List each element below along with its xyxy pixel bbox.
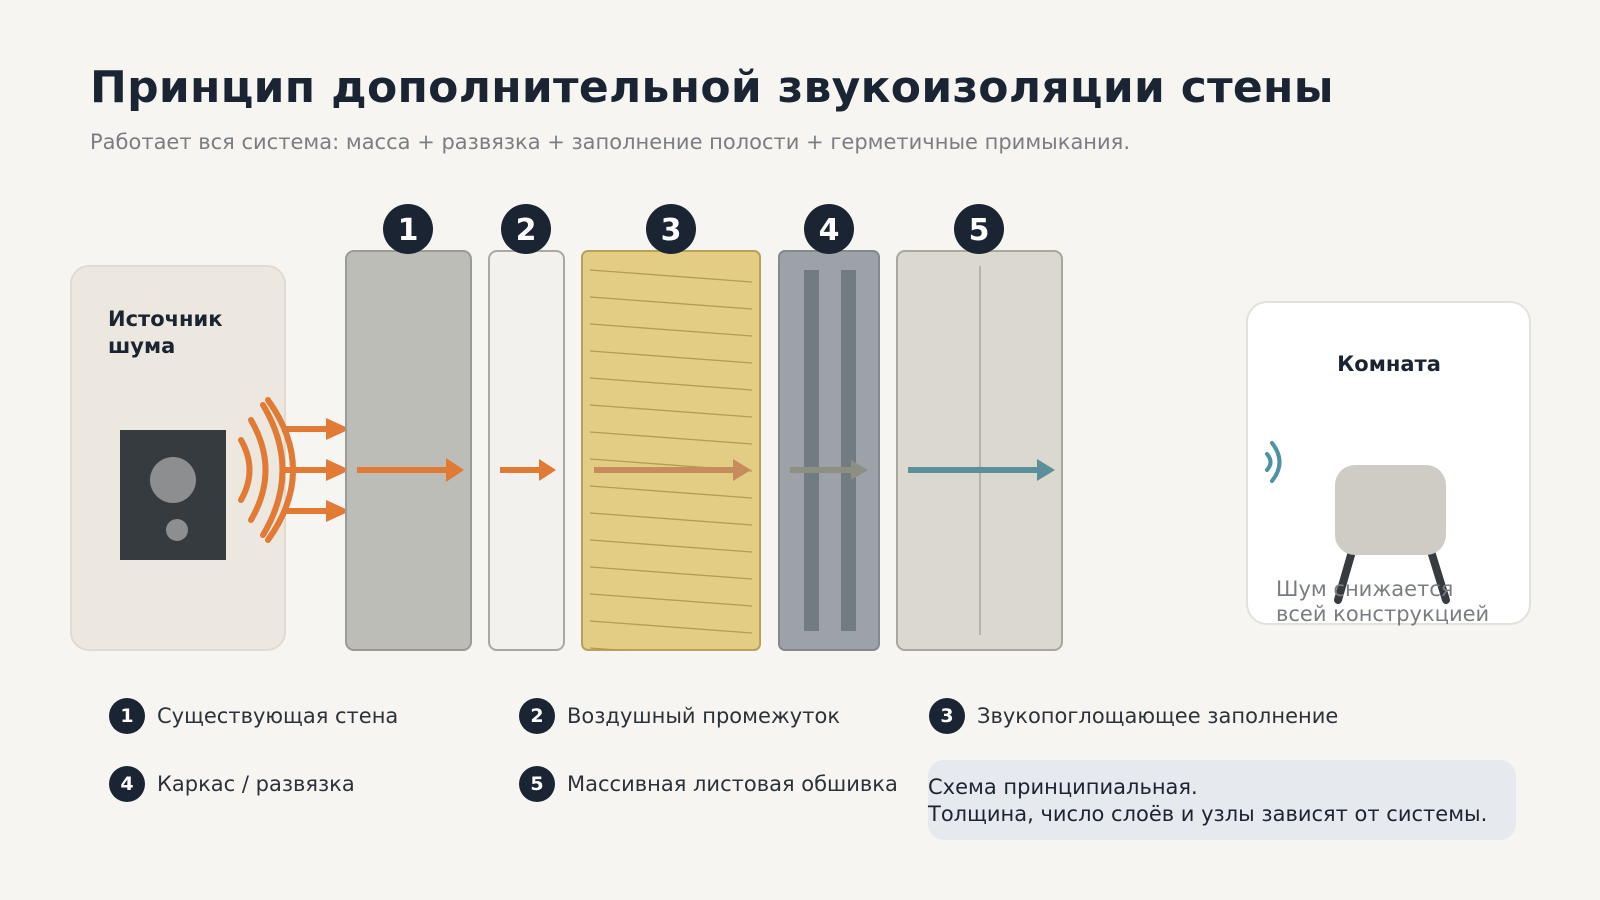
hatch-line (589, 593, 753, 607)
layer-frame (778, 250, 880, 651)
legend-item-2: 2 Воздушный промежуток (519, 698, 840, 734)
legend-badge-2: 2 (519, 698, 555, 734)
hatch-line (589, 269, 753, 283)
noise-source-label-line2: шума (108, 334, 175, 358)
hatch-line (589, 485, 753, 499)
room-label: Комната (1337, 352, 1441, 376)
noise-source-label-line1: Источник (108, 307, 223, 331)
svg-text:5: 5 (969, 213, 990, 248)
hatch-line (589, 566, 753, 580)
legend-badge-1: 1 (109, 698, 145, 734)
note-line-1: Схема принципиальная. (928, 775, 1198, 799)
hatch-line (589, 350, 753, 364)
incoming-noise-arrows (285, 418, 350, 522)
transmission-arrows (357, 458, 1055, 482)
legend-badge-3: 3 (929, 698, 965, 734)
note-line-2: Толщина, число слоёв и узлы зависят от с… (928, 802, 1488, 826)
hatch-line (589, 512, 753, 526)
legend-item-3: 3 Звукопоглощающее заполнение (929, 698, 1338, 734)
legend-badge-5: 5 (519, 766, 555, 802)
legend-item-5: 5 Массивная листовая обшивка (519, 766, 898, 802)
hatch-line (589, 296, 753, 310)
layer-absorbent-fill (581, 250, 761, 651)
legend-item-4: 4 Каркас / развязка (109, 766, 355, 802)
frame-stud-left (804, 270, 819, 631)
hatch-line (589, 431, 753, 445)
legend-label-2: Воздушный промежуток (567, 704, 840, 728)
room-caption-line1: Шум снижается (1276, 577, 1453, 601)
hatch-line (589, 620, 753, 634)
layer-badge-4: 4 (804, 204, 854, 254)
legend-label-5: Массивная листовая обшивка (567, 772, 898, 796)
legend-badge-4: 4 (109, 766, 145, 802)
page-subtitle: Работает вся система: масса + развязка +… (90, 130, 1130, 154)
legend-label-4: Каркас / развязка (157, 772, 355, 796)
hatch-line (589, 377, 753, 391)
legend-label-3: Звукопоглощающее заполнение (977, 704, 1339, 728)
hatch-line (589, 539, 753, 553)
svg-text:2: 2 (516, 213, 537, 248)
layer-badge-2: 2 (501, 204, 551, 254)
room-caption-line2: всей конструкцией (1276, 602, 1489, 626)
note-box (928, 760, 1516, 840)
svg-text:3: 3 (661, 213, 682, 248)
room-panel (1246, 301, 1531, 625)
layer-badge-5: 5 (954, 204, 1004, 254)
speaker-icon (120, 430, 226, 560)
hatch-line (589, 404, 753, 418)
layer-existing-wall (345, 250, 472, 651)
frame-stud-right (841, 270, 856, 631)
note-text: Схема принципиальная. Толщина, число сло… (928, 774, 1487, 828)
svg-text:4: 4 (819, 213, 840, 248)
hatch-line (589, 323, 753, 337)
fill-hatching (589, 269, 753, 650)
svg-text:1: 1 (398, 213, 419, 248)
legend-label-1: Существующая стена (157, 704, 399, 728)
layer-air-gap (488, 250, 565, 651)
legend-item-1: 1 Существующая стена (109, 698, 398, 734)
layer-badge-1: 1 (383, 204, 433, 254)
layer-badge-3: 3 (646, 204, 696, 254)
armchair-icon (1334, 465, 1450, 604)
page-title: Принцип дополнительной звукоизоляции сте… (90, 62, 1334, 113)
residual-sound-icon (1265, 441, 1282, 483)
